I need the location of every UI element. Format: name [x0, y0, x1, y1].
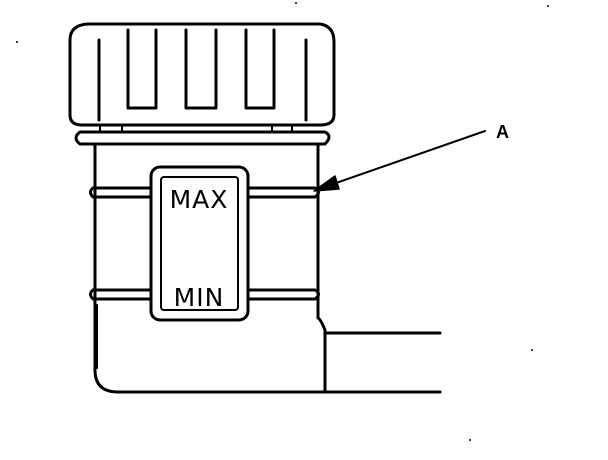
max-level-ring [89, 186, 320, 199]
level-indicator-plate: MAX MIN [149, 165, 250, 322]
collar-ring [74, 124, 331, 146]
min-level-ring [89, 288, 320, 301]
outlet-tube [323, 331, 442, 394]
min-label: MIN [174, 283, 225, 312]
max-label: MAX [170, 185, 229, 214]
callout-label: A [496, 122, 509, 142]
callout-a: A [313, 122, 509, 192]
scan-specks [16, 2, 549, 441]
reservoir-cap [68, 22, 336, 127]
callout-arrowhead [313, 175, 340, 192]
callout-leader-line [315, 130, 486, 191]
